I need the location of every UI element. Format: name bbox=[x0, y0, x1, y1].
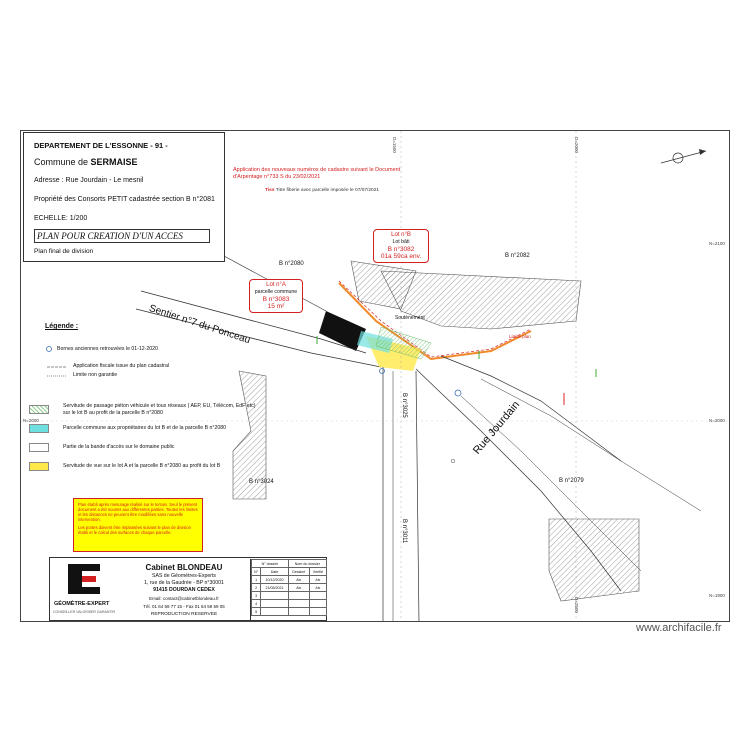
axis-label: D=2500 bbox=[574, 597, 579, 613]
building-block bbox=[319, 311, 366, 351]
cabinet-name: Cabinet BLONDEAU bbox=[145, 563, 223, 572]
parcel-2082: B n°2082 bbox=[505, 253, 530, 259]
legend-item: Limite non garantie bbox=[73, 372, 118, 378]
address-line-2: 91415 DOURDAN CEDEX bbox=[153, 587, 215, 593]
cadastral-map bbox=[21, 131, 729, 621]
commune-label: Commune de SERMAISE bbox=[34, 157, 138, 167]
parcel-3024: B n°3024 bbox=[249, 479, 274, 485]
lot-b-box: Lot n°B Lot bâti B n°3082 01a 59ca env. bbox=[373, 229, 429, 263]
legend-swatch-white bbox=[29, 443, 49, 452]
legend-item: Servitude de vue sur le lot A et la parc… bbox=[63, 463, 221, 469]
warning-box: Plan établi après mesurage réalisé sur l… bbox=[73, 498, 203, 552]
building-southeast bbox=[548, 518, 640, 602]
reproduction-line: REPRODUCTION RESERVEE bbox=[150, 612, 218, 617]
legend-swatch-green bbox=[29, 405, 49, 414]
rue-curb-2 bbox=[480, 378, 702, 512]
access-band-red-dash bbox=[338, 280, 532, 358]
axis-label: D=1500 bbox=[392, 137, 397, 153]
axis-label: D=2000 bbox=[574, 137, 579, 153]
legend-mark bbox=[46, 346, 52, 352]
table-row: 5 bbox=[250, 607, 328, 616]
address-label: Adresse : Rue Jourdain - Le mesnil bbox=[34, 177, 144, 184]
lot-a-box: Lot n°A parcelle commune B n°3083 15 m² bbox=[249, 279, 303, 313]
north-arrow-icon bbox=[660, 149, 707, 164]
commune-name: SERMAISE bbox=[90, 157, 138, 167]
vertical-road-3 bbox=[415, 370, 420, 621]
legend-title: Légende : bbox=[45, 323, 79, 330]
scale-label: ECHELLE: 1/200 bbox=[34, 215, 88, 222]
legend-item: Parcelle commune aux propriétaires du lo… bbox=[63, 425, 226, 431]
rue-edge-east bbox=[440, 355, 622, 462]
axis-label: N=1900 bbox=[709, 593, 725, 598]
legend-swatch-yellow bbox=[29, 462, 49, 471]
legend-item: Application fiscale issue du plan cadast… bbox=[73, 363, 170, 369]
email-line: Email: contact@cabinetblondeau.fr bbox=[149, 596, 219, 601]
legend-swatch-cyan bbox=[29, 424, 49, 433]
rue-edge-west bbox=[415, 368, 622, 592]
geometre-logo-icon bbox=[68, 564, 100, 594]
parcel-2080: B n°2080 bbox=[279, 261, 304, 267]
tiss-note: Tiss Titre fiberie avec parcelle imposée… bbox=[265, 188, 380, 193]
company-line: SAS de Géomètres-Experts bbox=[151, 573, 216, 579]
table-row: 4 bbox=[250, 599, 328, 608]
cartouche: GÉOMÈTRE-EXPERT CONSEILLER VALORISER GAR… bbox=[49, 557, 328, 621]
plan-sheet: DEPARTEMENT DE L'ESSONNE - 91 - Commune … bbox=[20, 130, 730, 622]
address-line-1: 1, rue de la Gaudrée - BP n°30001 bbox=[144, 580, 224, 586]
boundary-mark bbox=[379, 368, 385, 374]
access-band-orange bbox=[338, 282, 532, 361]
boundary-mark bbox=[454, 389, 462, 397]
map-point bbox=[488, 428, 494, 434]
department-label: DEPARTEMENT DE L'ESSONNE - 91 - bbox=[34, 141, 168, 150]
plan-title: PLAN POUR CREATION D'UN ACCES bbox=[34, 229, 210, 243]
title-block: DEPARTEMENT DE L'ESSONNE - 91 - Commune … bbox=[23, 132, 225, 262]
owner-label: Propriété des Consorts PETIT cadastrée s… bbox=[34, 196, 215, 203]
logo-brand: GÉOMÈTRE-EXPERT bbox=[54, 601, 110, 607]
axis-label: N=2000 bbox=[709, 418, 725, 423]
map-point bbox=[450, 458, 456, 464]
sentier-edge-bottom bbox=[135, 308, 382, 368]
plan-subtitle: Plan final de division bbox=[34, 248, 94, 255]
legend-item: Partie de la bande d'accès sur le domain… bbox=[63, 444, 175, 450]
soutenement-label: Soutènement bbox=[395, 315, 425, 321]
limite-plan-label: Limite plan bbox=[509, 334, 531, 339]
building-west bbox=[232, 370, 267, 500]
legend-item: Bornes anciennes retrouvées le 01-12-202… bbox=[57, 346, 158, 352]
axis-label: N=2000 bbox=[23, 418, 39, 423]
legend-item: Servitude de passage piéton véhicule et … bbox=[63, 403, 256, 416]
parcel-3011: B n°3011 bbox=[401, 519, 407, 544]
sentier-edge-top bbox=[140, 290, 367, 354]
cadastre-note: Application des nouveaux numéros de cada… bbox=[233, 167, 401, 180]
table-row: 3 bbox=[250, 591, 328, 600]
parcel-2079: B n°2079 bbox=[559, 478, 584, 484]
rue-curb-1 bbox=[460, 395, 642, 572]
watermark: www.archifacile.fr bbox=[636, 622, 722, 634]
parcel-3025: B n°3025 bbox=[401, 393, 407, 418]
tel-line: Tél. 01 64 59 77 15 - Fax 01 64 59 59 05 bbox=[143, 604, 225, 609]
servitude-green bbox=[375, 326, 432, 360]
logo-tagline: CONSEILLER VALORISER GARANTIR bbox=[53, 610, 115, 614]
axis-label: N=2100 bbox=[709, 241, 725, 246]
